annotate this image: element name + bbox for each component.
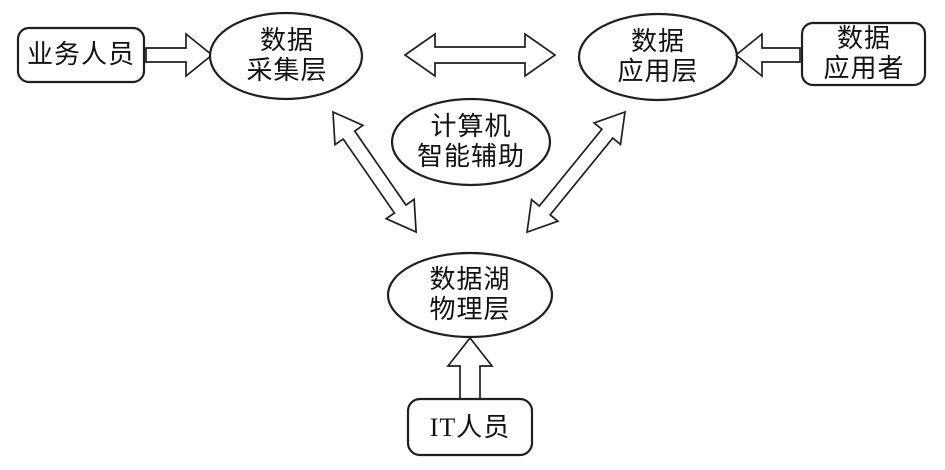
it-staff-box	[406, 397, 534, 457]
computer-assist-line1: 计算机	[430, 112, 512, 141]
data-lake-physical-layer-ellipse	[386, 251, 554, 339]
data-lake-physical-layer-line1: 数据湖	[429, 265, 511, 294]
it-staff-label: IT人员	[429, 413, 511, 442]
data-application-layer-ellipse	[577, 12, 739, 102]
arrow-appuser-to-application	[734, 32, 801, 78]
data-collection-layer-line1: 数据	[259, 26, 315, 55]
business-staff-label: 业务人员	[26, 40, 136, 69]
data-application-layer-line1: 数据	[630, 27, 686, 56]
data-collection-layer-label: 数据 采集层	[246, 26, 327, 86]
data-application-user-label: 数据 应用者	[823, 24, 904, 84]
computer-assist-label: 计算机 智能辅助	[417, 112, 525, 172]
data-application-user-line2: 应用者	[823, 54, 905, 83]
double-arrow-collection-lake	[332, 110, 418, 234]
computer-assist-ellipse	[390, 97, 552, 187]
data-application-layer-label: 数据 应用层	[617, 27, 698, 87]
double-arrow-application-lake	[526, 110, 627, 234]
data-application-user-box	[800, 21, 927, 87]
data-application-user-line1: 数据	[836, 24, 892, 53]
data-collection-layer-line2: 采集层	[246, 56, 328, 85]
data-application-layer-line2: 应用层	[617, 57, 699, 86]
business-staff-box	[16, 26, 146, 84]
double-arrow-collection-application	[403, 32, 557, 78]
arrow-itstaff-to-lake	[446, 336, 494, 400]
computer-assist-line2: 智能辅助	[416, 142, 526, 171]
data-collection-layer-ellipse	[208, 11, 364, 101]
data-lake-physical-layer-line2: 物理层	[429, 295, 511, 324]
arrow-business-to-collection	[145, 32, 214, 78]
data-lake-physical-layer-label: 数据湖 物理层	[429, 265, 510, 325]
